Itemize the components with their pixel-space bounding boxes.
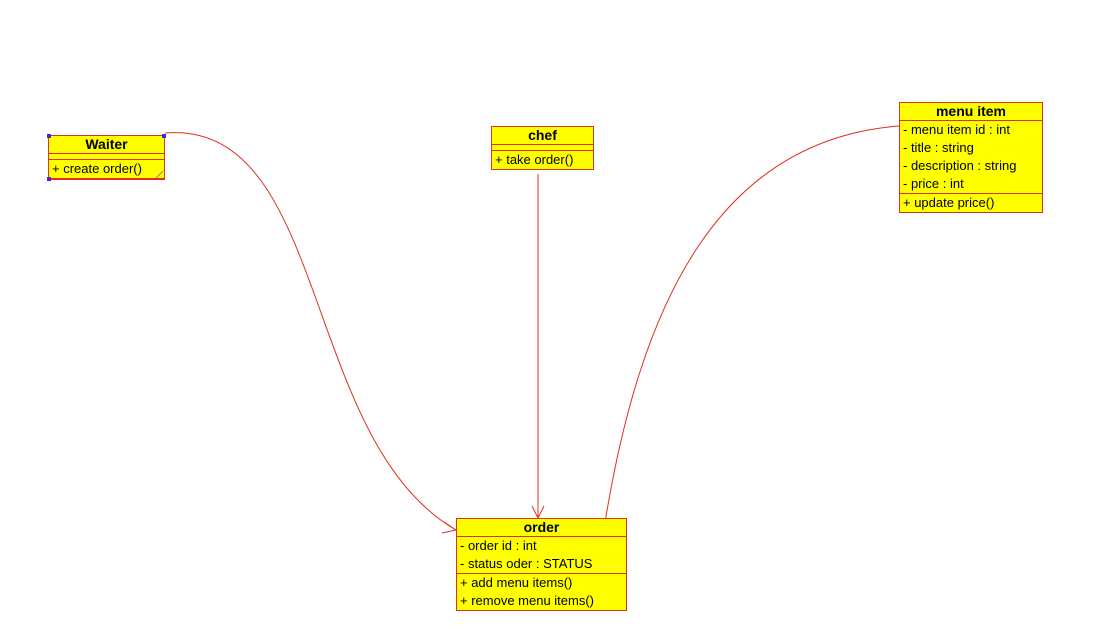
arrowhead-waiter-order [441, 521, 458, 534]
attributes-compartment [49, 154, 164, 160]
class-name: menu item [900, 103, 1042, 121]
attribute: - status oder : STATUS [460, 556, 593, 571]
class-menu-item[interactable]: menu item - menu item id : int - title :… [899, 102, 1043, 213]
selection-handle-top-left[interactable] [47, 134, 51, 138]
selection-handle-bottom-left[interactable] [47, 177, 51, 181]
attributes-compartment [492, 145, 593, 151]
attributes-compartment: - order id : int - status oder : STATUS [457, 537, 626, 574]
operation: + create order() [52, 161, 142, 176]
attribute: - price : int [903, 176, 964, 191]
attribute: - order id : int [460, 538, 537, 553]
class-name: order [457, 519, 626, 537]
operation: + remove menu items() [460, 593, 595, 608]
class-order[interactable]: order - order id : int - status oder : S… [456, 518, 627, 611]
operation: + add menu items() [460, 575, 573, 590]
resize-grip-icon[interactable] [156, 171, 163, 178]
attributes-compartment: - menu item id : int - title : string - … [900, 121, 1042, 194]
operations-compartment: + update price() [900, 194, 1042, 212]
attribute: - description : string [903, 158, 1017, 173]
attribute: - menu item id : int [903, 122, 1010, 137]
class-name: chef [492, 127, 593, 145]
selection-handle-top-right[interactable] [162, 134, 166, 138]
operation: + update price() [903, 195, 995, 210]
class-name: Waiter [49, 136, 164, 154]
association-menu-item-order[interactable] [603, 125, 900, 530]
operation: + take order() [495, 152, 574, 167]
operations-compartment: + take order() [492, 151, 593, 169]
association-waiter-order[interactable] [164, 132, 457, 531]
class-chef[interactable]: chef + take order() [491, 126, 594, 170]
attribute: - title : string [903, 140, 974, 155]
operations-compartment: + add menu items() + remove menu items() [457, 574, 626, 610]
class-waiter[interactable]: Waiter + create order() [47, 134, 166, 181]
operations-compartment: + create order() [49, 160, 164, 179]
